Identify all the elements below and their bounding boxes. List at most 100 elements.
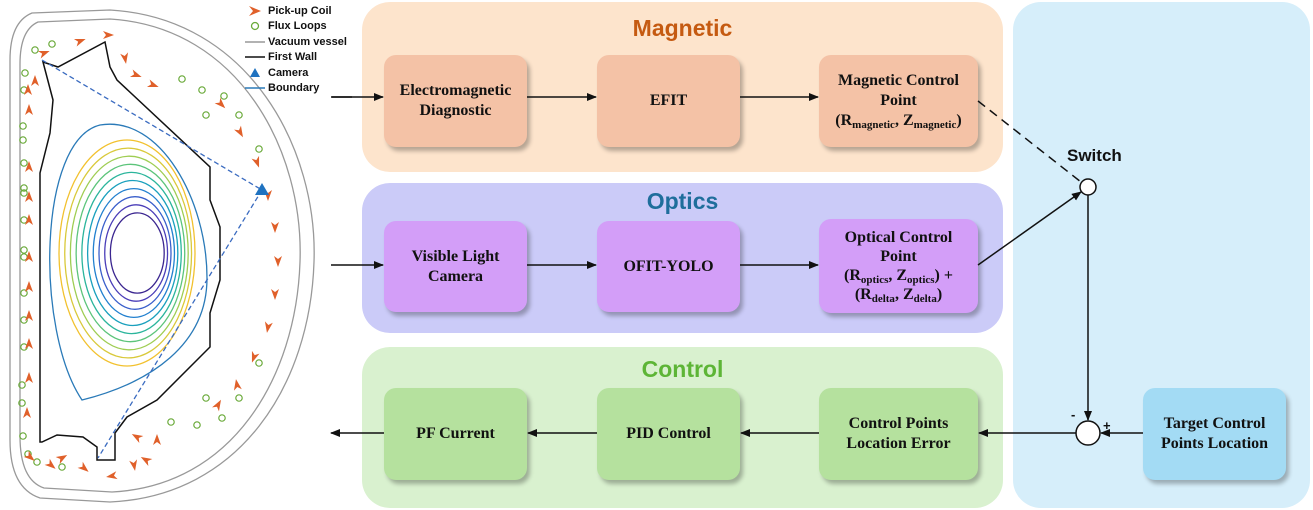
ofit-yolo-box: OFIT-YOLO: [597, 221, 740, 312]
target-control-points-box: Target Control Points Location: [1143, 388, 1286, 480]
pickup-coil-marker: [25, 161, 33, 172]
pickup-coil-marker: [103, 31, 114, 39]
camera-triangle-icon: [242, 67, 268, 78]
box-label: Target Control Points Location: [1160, 415, 1269, 452]
pickup-coil-marker: [25, 214, 33, 225]
legend-item-camera: Camera: [242, 65, 347, 81]
flux-loop-marker: [255, 145, 263, 153]
first-wall: [39, 40, 221, 461]
pickup-coil-arrow-icon: [242, 5, 268, 16]
pickup-coil-marker: [25, 251, 33, 262]
box-label: EFIT: [649, 92, 688, 109]
optical-control-point-box: Optical Control Point (Roptics, Zoptics)…: [819, 219, 978, 313]
optics-title: Optics: [646, 188, 719, 214]
box-label: OFIT-YOLO: [623, 257, 714, 275]
plus-sign: +: [1103, 418, 1111, 433]
flux-loop-marker: [18, 399, 26, 407]
magnetic-title: Magnetic: [632, 15, 733, 41]
minus-sign: -: [1071, 407, 1076, 422]
pickup-coil-marker: [274, 256, 282, 267]
flux-loop-marker: [48, 40, 56, 48]
box-label: Optical Control Point: [844, 229, 953, 265]
pickup-coil-marker: [153, 434, 161, 445]
gray-line-icon: [242, 40, 268, 44]
pickup-coil-marker: [129, 459, 138, 471]
plasma-boundary: [49, 123, 208, 401]
flux-loop-marker: [20, 289, 28, 297]
flux-loop-circle-icon: [242, 21, 268, 31]
legend-item-first-wall: First Wall: [242, 50, 347, 66]
blue-line-icon: [242, 86, 268, 90]
flux-loop-marker: [202, 111, 210, 119]
summing-junction: [1075, 420, 1101, 446]
flux-loop-marker: [18, 381, 26, 389]
flux-contour: [86, 179, 179, 327]
pickup-coil-marker: [131, 434, 144, 443]
flux-contour: [58, 139, 196, 367]
flux-loop-marker: [235, 111, 243, 119]
pickup-coil-marker: [264, 321, 273, 333]
flux-contour: [98, 196, 172, 310]
legend: Pick-up Coil Flux Loops Vacuum vessel Fi…: [242, 3, 347, 96]
legend-item-flux-loops: Flux Loops: [242, 19, 347, 35]
switch-label: Switch: [1067, 146, 1122, 165]
pickup-coil-marker: [251, 155, 260, 168]
magnetic-switch-dashed-line: [977, 100, 1082, 183]
pickup-coil-marker: [234, 125, 243, 138]
pickup-coil-marker: [140, 457, 153, 466]
pf-current-box: PF Current: [384, 388, 527, 480]
tokamak-cross-section: [9, 9, 315, 503]
pickup-coil-marker: [25, 191, 33, 202]
pickup-coil-marker: [31, 75, 39, 86]
flux-loop-marker: [19, 136, 27, 144]
control-title: Control: [641, 356, 724, 382]
flux-loop-marker: [255, 359, 263, 367]
flux-loop-marker: [20, 316, 28, 324]
pickup-coil-marker: [271, 289, 279, 300]
camera-icon: [255, 183, 269, 195]
pickup-coil-marker: [25, 338, 33, 349]
pickup-coil-marker: [233, 379, 242, 391]
flux-loop-marker: [198, 86, 206, 94]
pickup-coil-marker: [55, 455, 68, 464]
box-label: Control Points Location Error: [846, 415, 951, 452]
pickup-coil-marker: [129, 69, 142, 78]
pickup-coil-marker: [24, 84, 32, 95]
flux-contour: [81, 171, 182, 335]
pickup-coil-marker: [212, 399, 221, 412]
pickup-coil-marker: [25, 104, 33, 115]
pickup-coil-marker: [23, 407, 31, 418]
flux-loop-marker: [20, 184, 28, 192]
electromagnetic-diagnostic-box: Electromagnetic Diagnostic: [384, 55, 527, 147]
camera-view-line-lower: [97, 189, 263, 459]
flux-loop-marker: [31, 46, 39, 54]
pickup-coil-marker: [271, 222, 279, 233]
black-line-icon: [242, 55, 268, 59]
magnetic-control-point-box: Magnetic Control Point (Rmagnetic, Zmagn…: [819, 55, 978, 147]
location-error-box: Control Points Location Error: [819, 388, 978, 480]
delta-coordinates: (Rdelta, Zdelta): [854, 286, 943, 305]
legend-item-vacuum-vessel: Vacuum vessel: [242, 34, 347, 50]
pid-control-box: PID Control: [597, 388, 740, 480]
pickup-coil-marker: [251, 350, 260, 363]
flux-loop-marker: [193, 421, 201, 429]
optical-switch-line: [977, 191, 1082, 266]
visible-light-camera-box: Visible Light Camera: [384, 221, 527, 312]
legend-item-boundary: Boundary: [242, 81, 347, 97]
flux-loop-marker: [20, 189, 28, 197]
flux-contour: [109, 212, 165, 294]
flux-loop-marker: [202, 394, 210, 402]
pickup-coil-marker: [44, 458, 56, 469]
vacuum-vessel-outer: [9, 9, 315, 503]
box-label: PF Current: [416, 425, 495, 442]
efit-box: EFIT: [597, 55, 740, 147]
optics-coordinates: (Roptics, Zoptics) +: [843, 267, 953, 286]
flux-loop-marker: [19, 122, 27, 130]
flux-contour: [92, 187, 176, 319]
flux-contour: [75, 163, 186, 343]
camera-view-line-upper: [41, 59, 263, 191]
flux-contour: [104, 204, 169, 302]
pickup-coil-marker: [77, 461, 89, 472]
